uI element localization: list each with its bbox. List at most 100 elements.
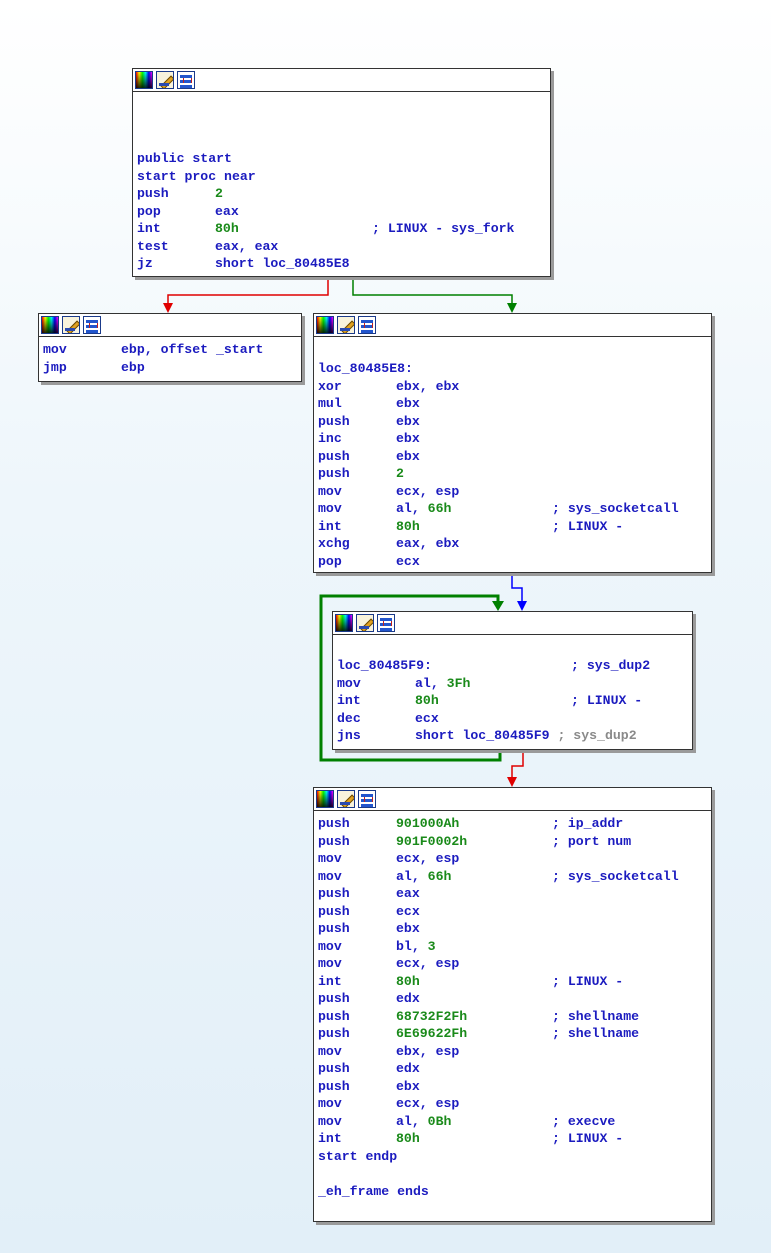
- asm-comment: ; LINUX - sys_fork: [372, 221, 515, 236]
- asm-operand: short loc_80485E8: [215, 256, 350, 271]
- asm-mnemonic: mov: [318, 938, 342, 954]
- rename-icon[interactable]: [62, 316, 80, 334]
- palette-icon[interactable]: [316, 316, 334, 334]
- rename-icon[interactable]: [356, 614, 374, 632]
- asm-mnemonic: int: [318, 973, 342, 989]
- asm-comment: ; shellname: [552, 1008, 640, 1024]
- palette-icon[interactable]: [41, 316, 59, 334]
- edge-loop-exit: [511, 749, 524, 778]
- asm-mnemonic: int: [337, 693, 361, 708]
- asm-line[interactable]: start proc near: [137, 168, 546, 186]
- asm-operand: ebx: [396, 1078, 420, 1094]
- arrowhead-blue: [517, 601, 527, 611]
- asm-comment: ; port num: [552, 833, 632, 849]
- asm-line[interactable]: jz short loc_80485E8: [137, 255, 546, 273]
- palette-icon[interactable]: [135, 71, 153, 89]
- arrowhead-loop: [492, 601, 504, 611]
- graph-icon[interactable]: [358, 790, 376, 808]
- asm-operand: ebx, ebx: [396, 378, 460, 394]
- asm-mnemonic: push: [318, 816, 350, 831]
- asm-mnemonic: push: [318, 1026, 350, 1041]
- asm-mnemonic: push: [318, 991, 350, 1006]
- block-titlebar: [333, 612, 692, 635]
- asm-line[interactable]: _eh_frame ends: [318, 1183, 707, 1201]
- asm-immediate: 0Bh: [427, 1113, 452, 1129]
- palette-icon[interactable]: [316, 790, 334, 808]
- asm-operand: eax: [215, 203, 239, 219]
- asm-line[interactable]: loc_80485E8:: [318, 360, 707, 378]
- block-titlebar: [39, 314, 301, 337]
- graph-icon[interactable]: [358, 316, 376, 334]
- asm-operand: 80h: [396, 973, 420, 989]
- asm-mnemonic: jz: [137, 256, 153, 271]
- asm-mnemonic: int: [137, 221, 161, 236]
- asm-comment: ; sys_dup2: [557, 728, 637, 743]
- asm-mnemonic: push: [318, 921, 350, 936]
- asm-mnemonic: push: [318, 886, 350, 901]
- rename-icon[interactable]: [337, 790, 355, 808]
- graph-icon[interactable]: [83, 316, 101, 334]
- asm-mnemonic: jmp: [43, 359, 67, 375]
- asm-operand: ebx: [396, 413, 420, 429]
- asm-line[interactable]: [318, 1165, 707, 1183]
- asm-mnemonic: mov: [318, 1113, 342, 1129]
- asm-label: loc_80485E8:: [318, 361, 413, 376]
- rename-icon[interactable]: [156, 71, 174, 89]
- graph-icon[interactable]: [377, 614, 395, 632]
- palette-icon[interactable]: [335, 614, 353, 632]
- asm-line[interactable]: start endp: [318, 1148, 707, 1166]
- rename-icon[interactable]: [337, 316, 355, 334]
- asm-label: loc_80485F9:: [337, 658, 432, 673]
- asm-line[interactable]: loc_80485F9:; sys_dup2: [337, 657, 688, 675]
- asm-operand: ecx, esp: [396, 851, 460, 866]
- asm-line[interactable]: public start: [137, 150, 546, 168]
- graph-icon[interactable]: [177, 71, 195, 89]
